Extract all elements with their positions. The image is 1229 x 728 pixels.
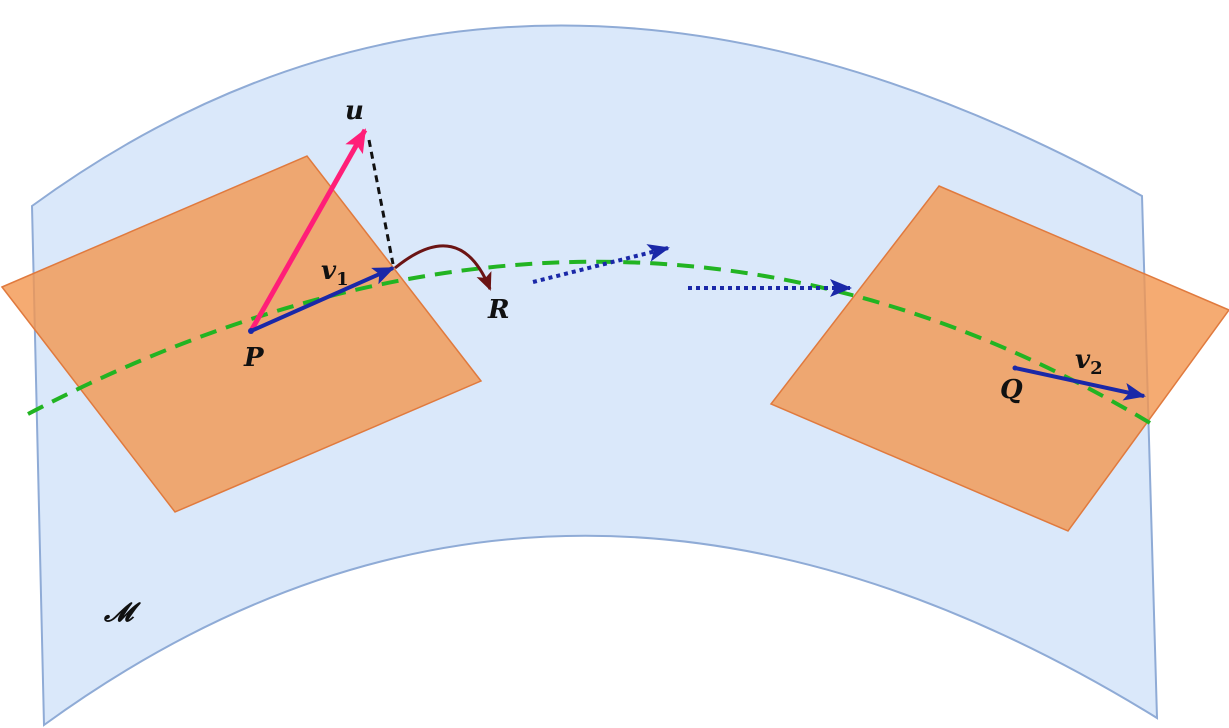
vector-v2: [1014, 366, 1146, 401]
geodesic-curve: [27, 259, 1152, 425]
label-v1: v1: [321, 256, 349, 290]
point-p: [248, 328, 254, 334]
tangent-plane-p: [0, 155, 483, 513]
label-u: u: [345, 96, 364, 126]
projection-line: [367, 139, 395, 265]
label-q: Q: [1000, 375, 1023, 405]
vector-v1: [250, 266, 395, 333]
tangent-plane-q: [769, 185, 1229, 532]
label-r: R: [487, 295, 510, 325]
label-p: P: [243, 343, 265, 373]
vector-u: [248, 128, 368, 333]
label-v2: v2: [1075, 345, 1103, 379]
retraction-arrow: [394, 244, 492, 291]
point-q: [1012, 365, 1018, 371]
